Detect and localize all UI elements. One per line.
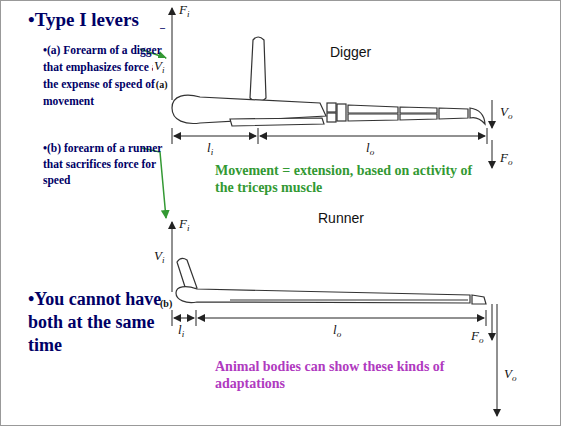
panel-letter: (b): [160, 298, 172, 310]
sub-bullet: •(b) forearm of a runner that sacrifices…: [43, 140, 163, 188]
runner-forearm: [176, 258, 486, 304]
variable-label: Vi: [153, 248, 165, 265]
figure-label: Runner: [318, 210, 364, 226]
variable-label: Fi: [178, 216, 190, 233]
variable-label: Fo: [499, 150, 514, 167]
slide-title: •Type I levers: [28, 8, 139, 31]
variable-label: li: [177, 322, 185, 339]
note-text: Movement = extension, based on activity …: [215, 162, 485, 196]
variable-label: Fo: [470, 328, 485, 345]
dash: –: [160, 22, 165, 34]
variable-label: Fi: [178, 2, 190, 19]
variable-label: lo: [365, 140, 375, 157]
variable-label: li: [206, 140, 214, 157]
bullet-text: •You cannot have both at the same time: [28, 288, 170, 357]
variable-label: Vo: [499, 104, 514, 121]
digger-forearm: [172, 37, 485, 126]
note-text: Animal bodies can show these kinds of ad…: [215, 358, 460, 392]
figure-label: Digger: [330, 44, 371, 60]
sub-bullet: •(a) Forearm of a digger that emphasizes…: [43, 42, 163, 110]
panel-letter: (a): [156, 79, 168, 91]
variable-label: lo: [332, 322, 342, 339]
variable-label: Vi: [153, 58, 165, 75]
variable-label: Vo: [503, 366, 518, 383]
